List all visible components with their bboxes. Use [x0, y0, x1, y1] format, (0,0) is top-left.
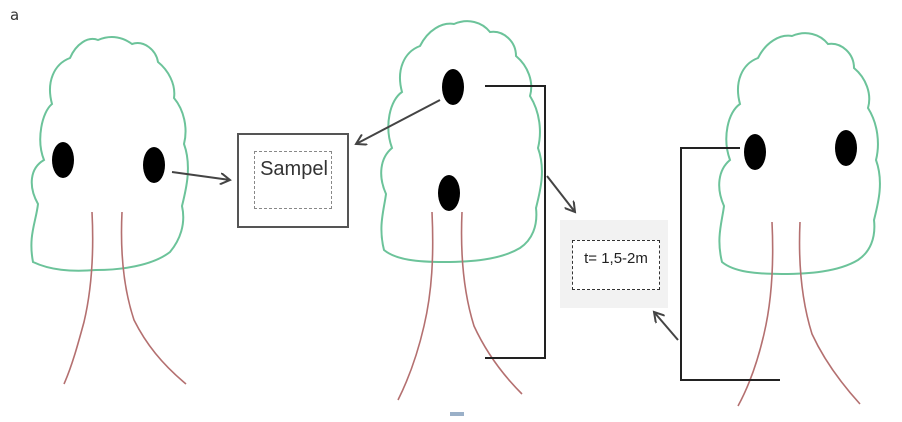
arrow-from-height-label: [654, 312, 679, 341]
sample-point-1a: [52, 142, 74, 178]
tree-2: [380, 20, 543, 401]
tree-3-trunk-left: [737, 221, 774, 407]
tree-2-canopy: [380, 20, 543, 264]
arrow-to-height-label: [546, 175, 575, 212]
sample-point-2b: [438, 175, 460, 211]
tree-1: [30, 36, 189, 385]
sample-point-3a: [744, 134, 766, 170]
sample-point-3b: [835, 130, 857, 166]
tree-1-canopy: [30, 36, 189, 272]
sample-box-inner: [254, 151, 332, 209]
panel-label: a: [10, 6, 20, 24]
arrow-to-sample-1: [171, 171, 230, 180]
sample-label: Sampel: [260, 158, 328, 180]
bottom-mark: [450, 412, 464, 416]
tree-3-trunk-right: [798, 221, 861, 405]
tree-2-trunk-left: [397, 211, 434, 401]
tree-3-canopy: [718, 32, 881, 276]
tree-1-trunk-right: [120, 211, 187, 385]
height-label: t= 1,5-2m: [584, 250, 648, 267]
height-bracket-right: [680, 147, 780, 381]
tree-3: [718, 32, 881, 407]
arrow-to-sample-2: [356, 99, 441, 144]
sample-point-2a: [442, 69, 464, 105]
height-label-box: [572, 240, 660, 290]
sample-box: [237, 133, 349, 228]
height-bracket-left: [485, 85, 546, 359]
tree-2-trunk-right: [460, 211, 523, 395]
tree-1-trunk-left: [63, 211, 94, 385]
sample-point-1b: [143, 147, 165, 183]
